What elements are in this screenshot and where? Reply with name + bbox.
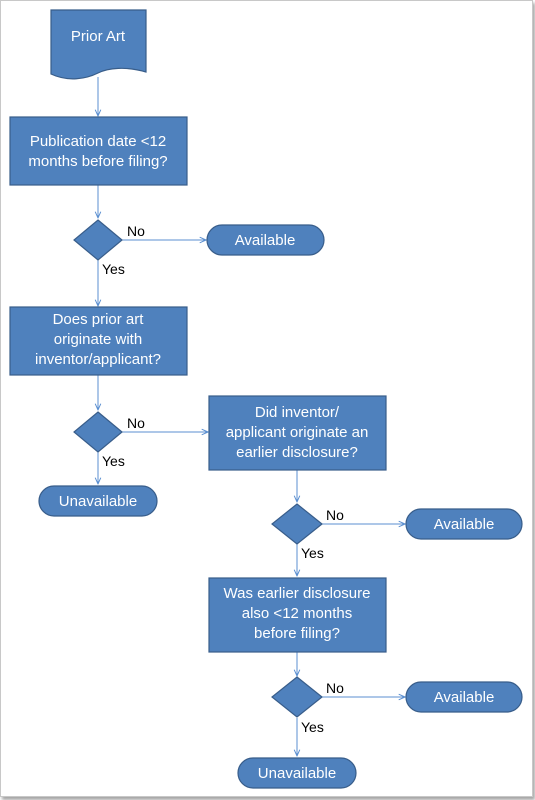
node-earlier-disclosure-line-2: applicant originate an — [226, 424, 369, 441]
terminal-available-1: Available — [206, 224, 325, 256]
node-earlier-disclosure-line-1: Did inventor/ — [255, 404, 340, 421]
terminal-available-1-label: Available — [235, 232, 296, 249]
terminal-available-2: Available — [405, 508, 523, 540]
connectors — [98, 77, 405, 756]
terminal-unavailable-2: Unavailable — [237, 757, 357, 789]
node-earlier-12-line-1: Was earlier disclosure — [224, 585, 371, 602]
terminal-available-3-label: Available — [434, 689, 495, 706]
node-earlier-disclosure-12-months: Was earlier disclosure also <12 months b… — [208, 577, 387, 653]
node-originate-line-2: originate with — [54, 331, 142, 348]
decision-1 — [73, 219, 123, 261]
decision-2-yes-label: Yes — [102, 453, 125, 469]
node-publication-date-line-1: Publication date <12 — [30, 133, 166, 150]
decision-4-no-label: No — [326, 680, 344, 696]
decision-3-yes-label: Yes — [301, 545, 324, 561]
node-prior-art: Prior Art — [50, 9, 147, 80]
terminal-available-3: Available — [405, 681, 523, 713]
decision-4-yes-label: Yes — [301, 719, 324, 735]
node-earlier-12-line-2: also <12 months — [242, 605, 353, 622]
node-prior-art-label: Prior Art — [71, 28, 126, 45]
node-earlier-disclosure-line-3: earlier disclosure? — [236, 444, 358, 461]
terminal-unavailable-1: Unavailable — [38, 485, 158, 517]
decision-2 — [73, 411, 123, 453]
decision-3-no-label: No — [326, 507, 344, 523]
decision-1-yes-label: Yes — [102, 261, 125, 277]
node-earlier-12-line-3: before filing? — [254, 625, 340, 642]
decision-1-no-label: No — [127, 223, 145, 239]
decision-4 — [271, 676, 323, 718]
node-originate-line-1: Does prior art — [53, 311, 145, 328]
terminal-available-2-label: Available — [434, 516, 495, 533]
terminal-unavailable-1-label: Unavailable — [59, 493, 137, 510]
node-publication-date-line-2: months before filing? — [28, 153, 167, 170]
decision-2-no-label: No — [127, 415, 145, 431]
decision-3 — [271, 503, 323, 545]
node-publication-date: Publication date <12 months before filin… — [9, 116, 188, 186]
node-earlier-disclosure: Did inventor/ applicant originate an ear… — [208, 395, 387, 471]
node-originate-line-3: inventor/applicant? — [35, 351, 161, 368]
terminal-unavailable-2-label: Unavailable — [258, 765, 336, 782]
node-originate-with-inventor: Does prior art originate with inventor/a… — [9, 306, 188, 376]
